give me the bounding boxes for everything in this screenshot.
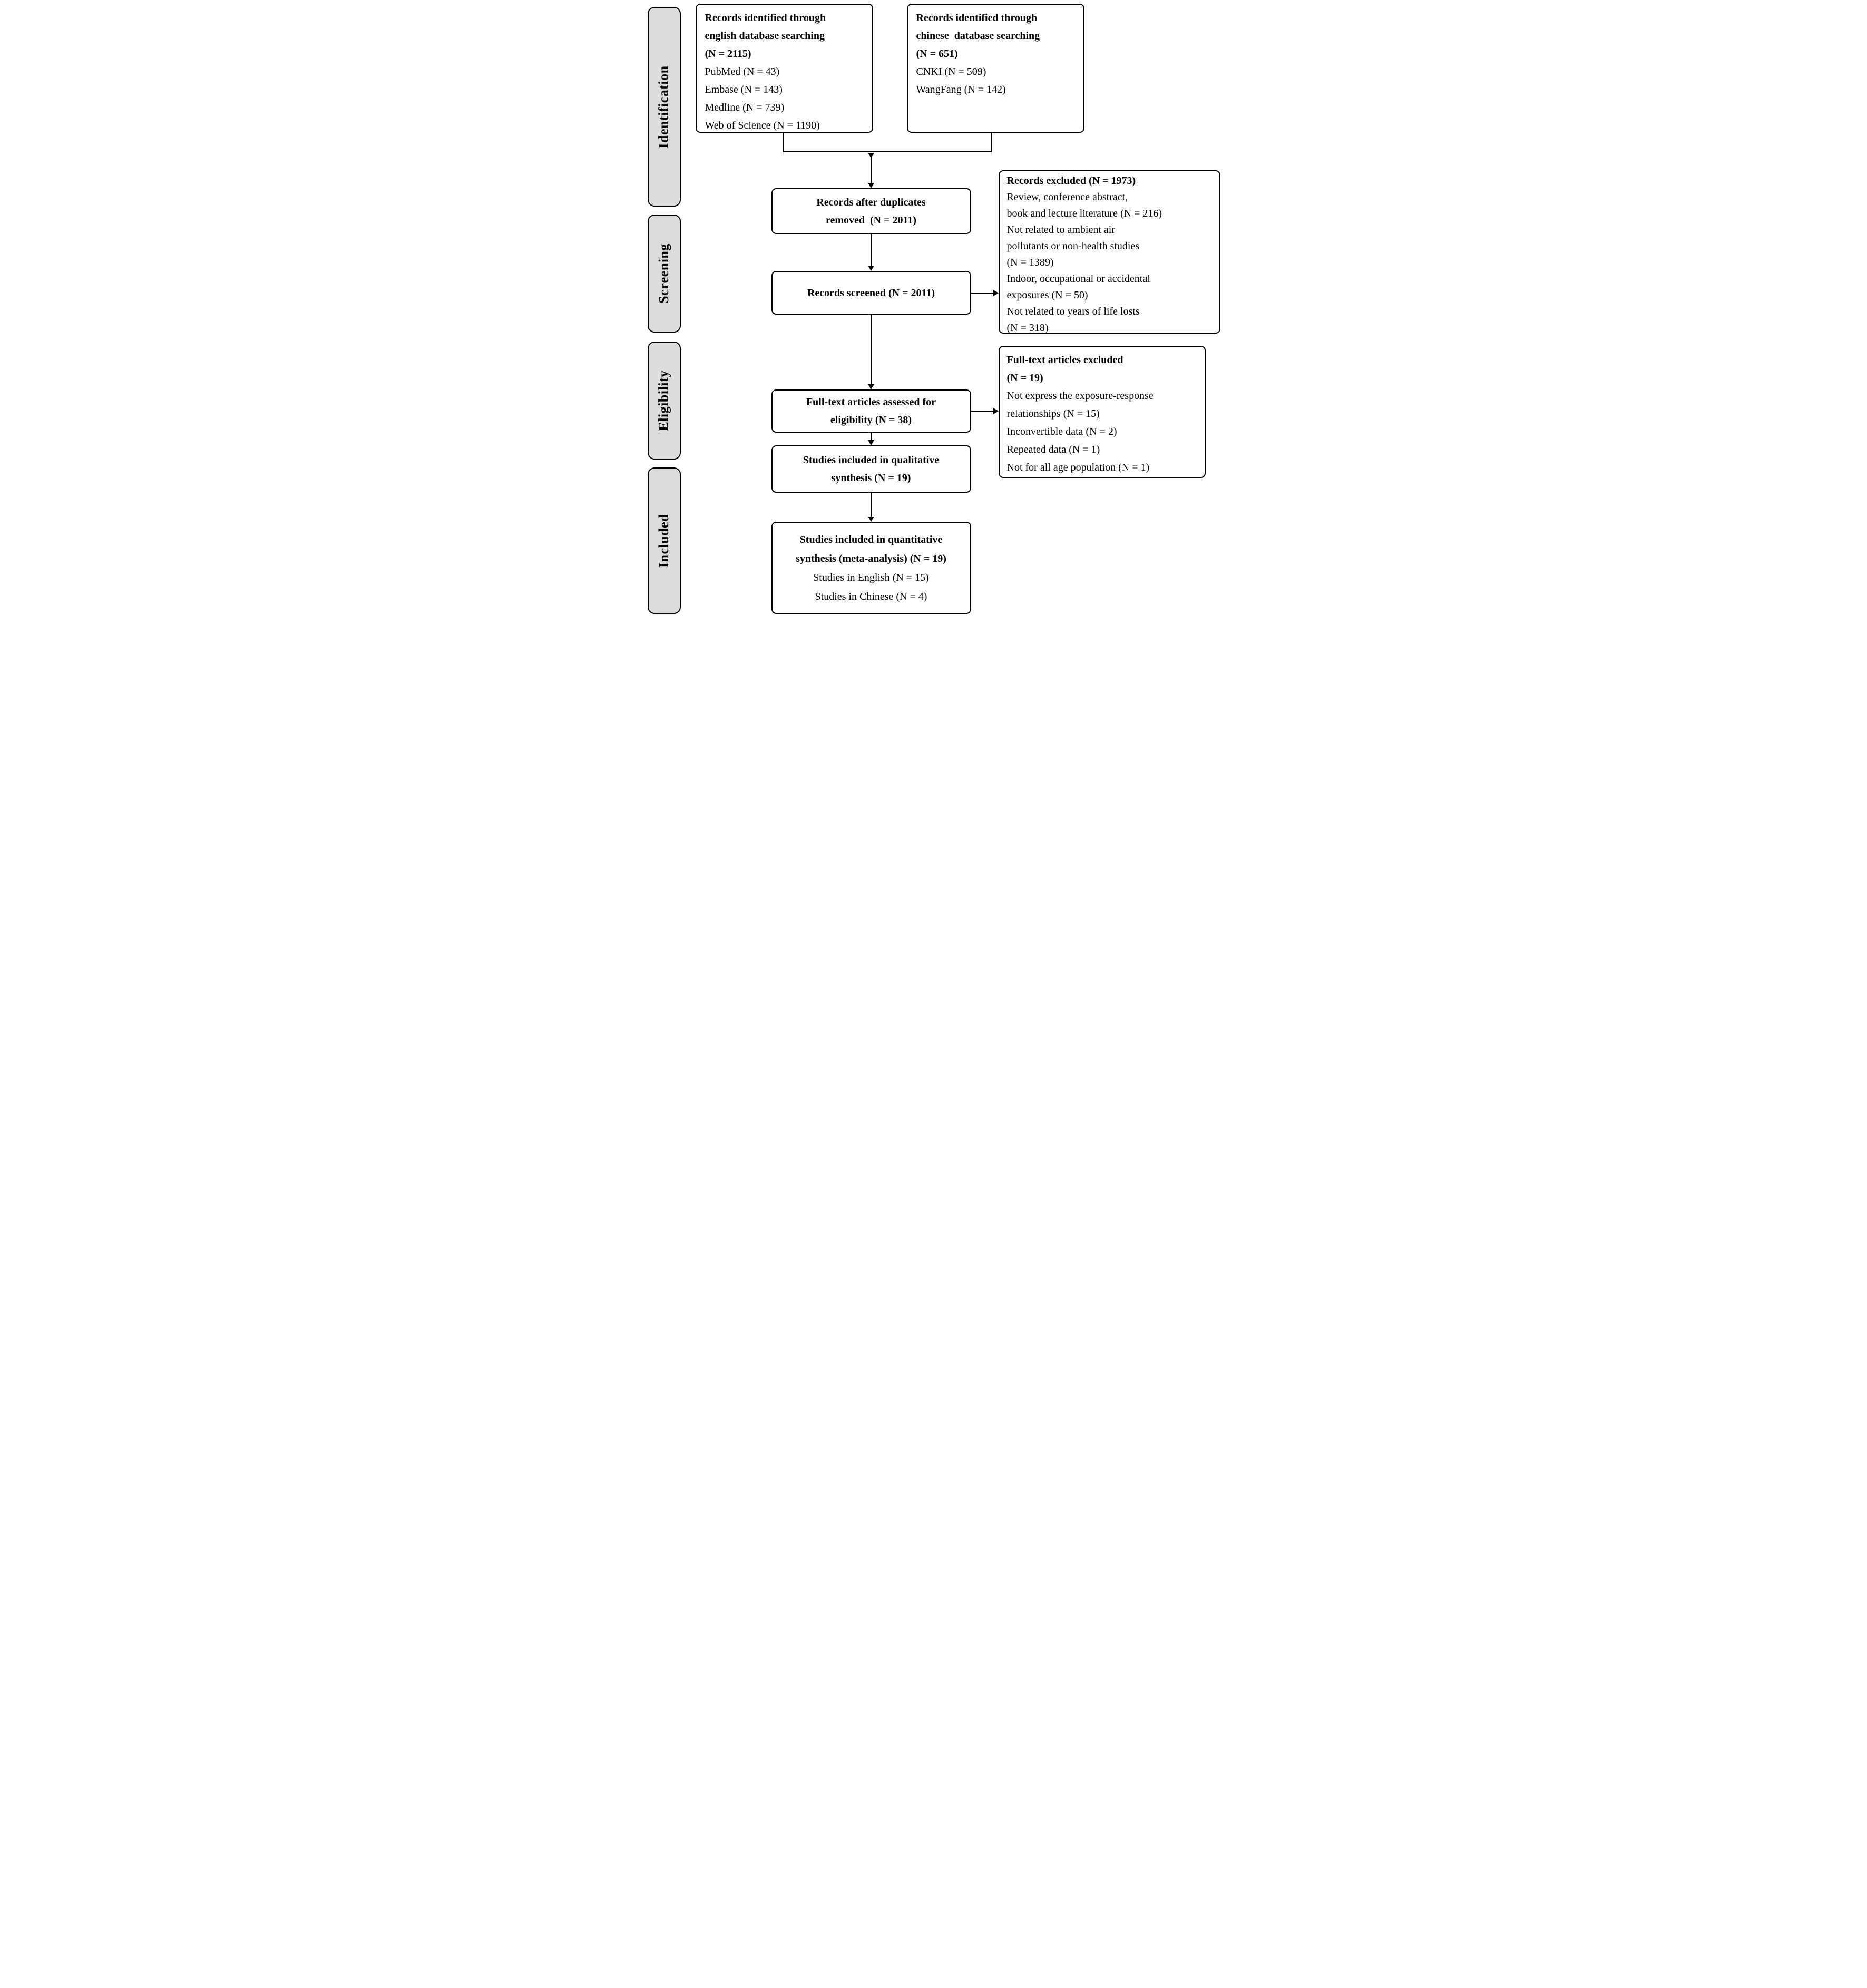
box-fulltext-assessed: Full-text articles assessed for eligibil… [771, 389, 971, 433]
exclusion-reason-line: book and lecture literature (N = 216) [1006, 208, 1162, 219]
connector-line [870, 234, 872, 266]
box-title-line: Records excluded (N = 1973) [1006, 175, 1136, 187]
box-title-line: eligibility (N = 38) [830, 414, 912, 426]
database-count-line: Embase (N = 143) [705, 84, 783, 95]
stage-label: Eligibility [656, 370, 671, 431]
box-records-excluded: Records excluded (N = 1973) Review, conf… [998, 170, 1220, 334]
arrow-down-icon [867, 384, 874, 389]
arrow-down-icon [867, 183, 874, 188]
exclusion-reason-line: Not related to years of life losts [1006, 306, 1140, 317]
box-title-line: synthesis (N = 19) [831, 472, 911, 484]
box-fulltext-excluded: Full-text articles excluded (N = 19) Not… [998, 346, 1206, 478]
connector-line [971, 293, 994, 294]
box-title-line: Studies included in qualitative [803, 454, 940, 466]
connector-line [870, 315, 872, 385]
exclusion-reason-line: Not for all age population (N = 1) [1006, 462, 1150, 473]
box-title-line: removed (N = 2011) [825, 214, 917, 226]
box-title-line: (N = 2115) [705, 48, 751, 60]
box-title-line: synthesis (meta-analysis) (N = 19) [796, 552, 946, 564]
box-title-line: Studies included in quantitative [799, 533, 943, 545]
arrow-down-icon [867, 440, 874, 445]
stage-identification: Identification [647, 7, 681, 207]
connector-line [783, 133, 784, 152]
database-count-line: Web of Science (N = 1190) [705, 120, 820, 131]
exclusion-reason-line: (N = 1389) [1006, 257, 1054, 268]
language-count-line: Studies in English (N = 15) [813, 571, 929, 583]
box-quantitative-synthesis: Studies included in quantitative synthes… [771, 522, 971, 614]
box-qualitative-synthesis: Studies included in qualitative synthesi… [771, 445, 971, 493]
connector-line [870, 433, 872, 441]
exclusion-reason-line: pollutants or non-health studies [1006, 240, 1140, 252]
exclusion-reason-line: Indoor, occupational or accidental [1006, 273, 1150, 285]
exclusion-reason-line: exposures (N = 50) [1006, 289, 1088, 301]
box-title-line: (N = 651) [916, 48, 958, 60]
connector-line [870, 156, 872, 183]
database-count-line: Medline (N = 739) [705, 102, 785, 113]
connector-line [990, 133, 992, 152]
box-title-line: Records identified through [705, 12, 826, 24]
arrow-down-icon [867, 517, 874, 522]
box-title-line: Full-text articles assessed for [806, 396, 936, 408]
exclusion-reason-line: relationships (N = 15) [1006, 408, 1100, 420]
box-duplicates-removed: Records after duplicates removed (N = 20… [771, 188, 971, 234]
exclusion-reason-line: Not related to ambient air [1006, 224, 1115, 236]
database-count-line: CNKI (N = 509) [916, 66, 986, 77]
box-title-line: Records screened (N = 2011) [807, 287, 935, 299]
exclusion-reason-line: Review, conference abstract, [1006, 191, 1128, 203]
box-records-screened: Records screened (N = 2011) [771, 271, 971, 315]
stage-screening: Screening [647, 215, 681, 333]
stage-label: Screening [656, 243, 672, 304]
merge-arrow-icon [867, 153, 874, 158]
language-count-line: Studies in Chinese (N = 4) [815, 590, 927, 602]
box-english-database-records: Records identified through english datab… [695, 4, 873, 133]
arrow-right-icon [993, 408, 999, 414]
exclusion-reason-line: Repeated data (N = 1) [1006, 444, 1100, 455]
stage-included: Included [647, 467, 681, 614]
box-title-line: Full-text articles excluded [1006, 354, 1123, 366]
box-title-line: (N = 19) [1006, 372, 1043, 384]
exclusion-reason-line: (N = 318) [1006, 322, 1049, 334]
stage-eligibility: Eligibility [647, 342, 681, 460]
database-count-line: PubMed (N = 43) [705, 66, 780, 77]
connector-line [870, 493, 872, 517]
database-count-line: WangFang (N = 142) [916, 84, 1006, 95]
exclusion-reason-line: Not express the exposure-response [1006, 390, 1154, 402]
exclusion-reason-line: Inconvertible data (N = 2) [1006, 426, 1117, 437]
box-chinese-database-records: Records identified through chinese datab… [906, 4, 1084, 133]
box-title-line: chinese database searching [916, 30, 1040, 42]
box-title-line: Records after duplicates [816, 196, 926, 208]
box-title-line: Records identified through [916, 12, 1038, 24]
connector-line [783, 151, 992, 152]
stage-label: Identification [656, 65, 672, 149]
stage-label: Included [656, 513, 672, 568]
connector-line [971, 411, 994, 412]
arrow-down-icon [867, 266, 874, 271]
box-title-line: english database searching [705, 30, 825, 42]
prisma-flow-diagram: Identification Screening Eligibility Inc… [643, 0, 1224, 617]
arrow-right-icon [993, 290, 999, 296]
